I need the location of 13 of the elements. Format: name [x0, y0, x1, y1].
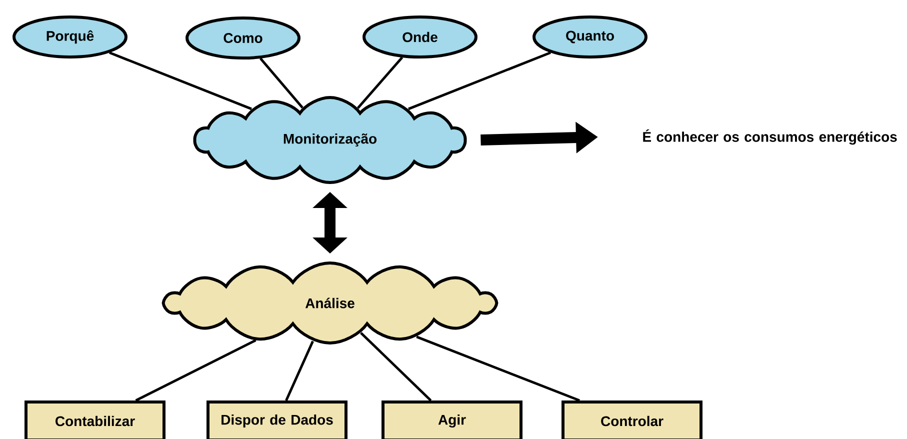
action-box: Controlar [562, 400, 702, 439]
action-box: Dispor de Dados [206, 400, 348, 439]
action-box: Contabilizar [24, 400, 166, 439]
connector-line [360, 332, 432, 402]
connector-line [260, 58, 304, 109]
connector-line [356, 56, 404, 109]
connector-line [408, 51, 551, 110]
connector-line [416, 336, 580, 402]
connector-line [109, 51, 252, 110]
action-box: Agir [382, 400, 522, 439]
description-text: É conhecer os consumos energéticos [643, 129, 897, 145]
connector-line [285, 340, 314, 402]
connector-line [135, 339, 256, 402]
